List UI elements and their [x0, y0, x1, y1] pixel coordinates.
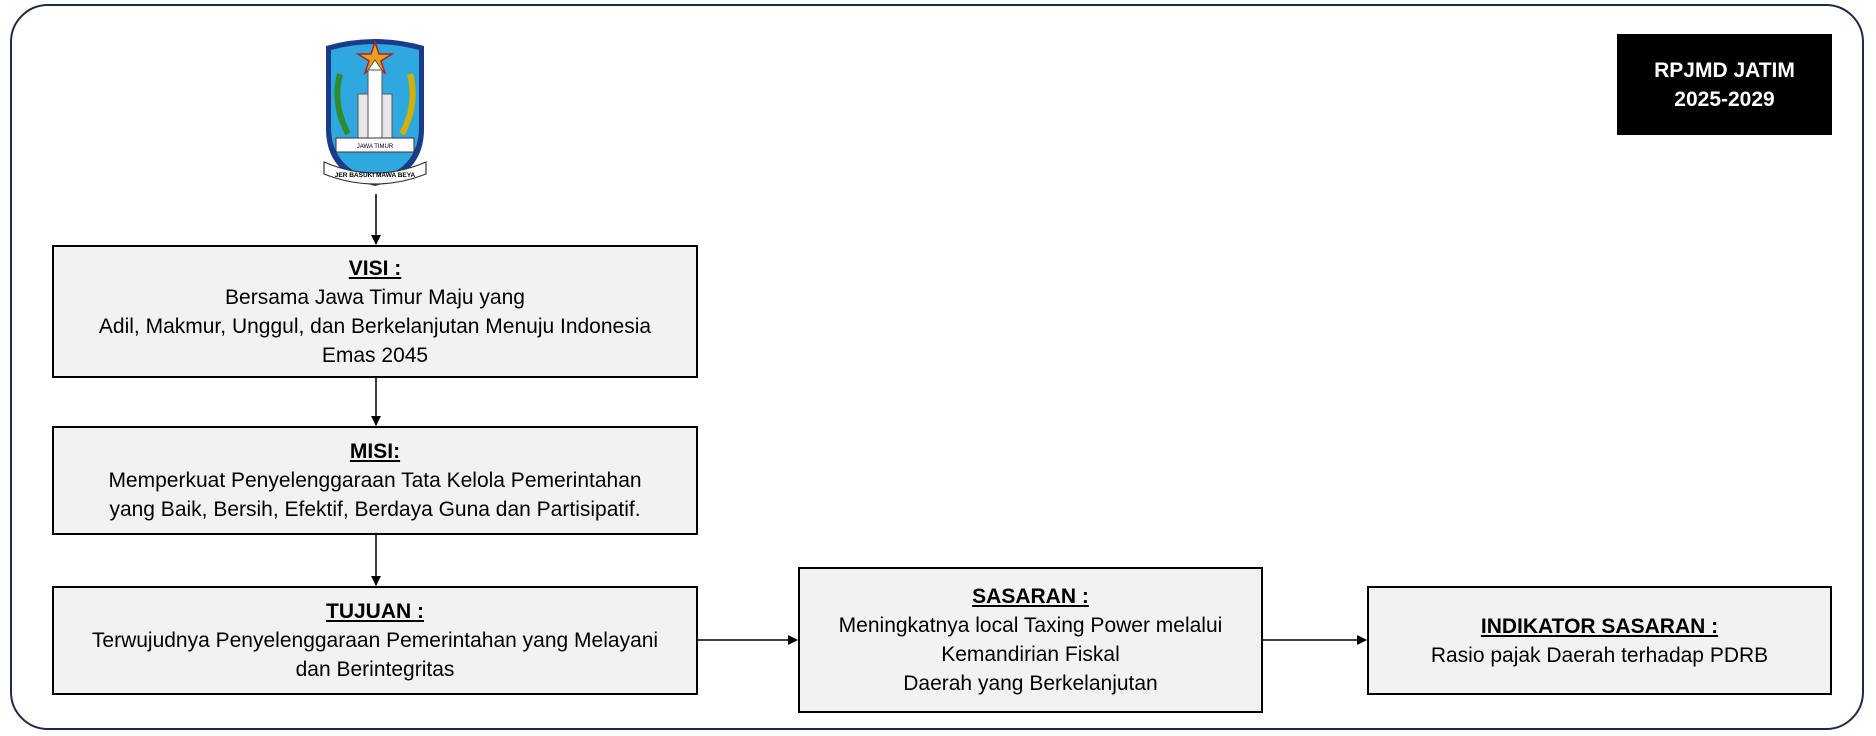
- logo-ribbon-text: JAWA TIMUR: [357, 144, 394, 150]
- badge-line-2: 2025-2029: [1674, 87, 1775, 111]
- misi-box: MISI: Memperkuat Penyelenggaraan Tata Ke…: [52, 426, 698, 535]
- sasaran-line-3: Daerah yang Berkelanjutan: [903, 672, 1158, 695]
- tujuan-line-1: Terwujudnya Penyelenggaraan Pemerintahan…: [91, 629, 659, 652]
- logo-motto-text: JER BASUKI MAWA BEYA: [335, 172, 416, 179]
- misi-line-1: Memperkuat Penyelenggaraan Tata Kelola P…: [108, 469, 642, 492]
- tujuan-line-2: dan Berintegritas: [295, 658, 455, 681]
- sasaran-line-2: Kemandirian Fiskal: [941, 643, 1120, 666]
- indikator-box: INDIKATOR SASARAN : Rasio pajak Daerah t…: [1367, 586, 1832, 695]
- sasaran-heading: SASARAN :: [972, 585, 1089, 608]
- badge-line-1: RPJMD JATIM: [1654, 58, 1795, 82]
- jawa-timur-coat-of-arms-logo: JAWA TIMUR JER BASUKI MAWA BEYA: [323, 39, 427, 186]
- indikator-heading: INDIKATOR SASARAN :: [1480, 614, 1719, 638]
- tujuan-box: TUJUAN : Terwujudnya Penyelenggaraan Pem…: [52, 586, 698, 695]
- visi-line-3: Emas 2045: [321, 343, 429, 367]
- tujuan-heading: TUJUAN :: [326, 600, 424, 623]
- visi-heading: VISI :: [348, 256, 402, 280]
- visi-box: VISI : Bersama Jawa Timur Maju yang Adil…: [52, 245, 698, 378]
- rpjmd-badge: RPJMD JATIM 2025-2029: [1617, 34, 1832, 135]
- misi-heading: MISI:: [349, 440, 401, 463]
- diagram-frame: [10, 4, 1864, 730]
- sasaran-line-1: Meningkatnya local Taxing Power melalui: [838, 614, 1223, 637]
- sasaran-box: SASARAN : Meningkatnya local Taxing Powe…: [798, 567, 1263, 713]
- visi-line-2: Adil, Makmur, Unggul, dan Berkelanjutan …: [98, 314, 652, 338]
- visi-line-1: Bersama Jawa Timur Maju yang: [225, 285, 525, 309]
- misi-line-2: yang Baik, Bersih, Efektif, Berdaya Guna…: [109, 498, 641, 521]
- indikator-line-1: Rasio pajak Daerah terhadap PDRB: [1430, 643, 1769, 667]
